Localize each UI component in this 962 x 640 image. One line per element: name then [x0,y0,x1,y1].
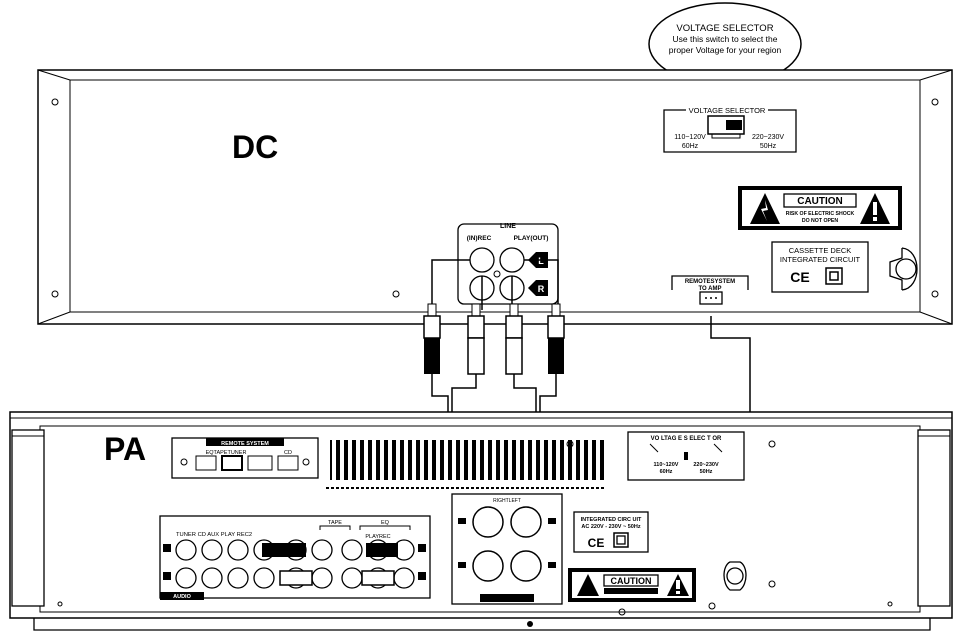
pa-voltage-title: VO LTAG E S ELEC T OR [651,436,722,442]
pa-remote-panel: REMOTE SYSTEM EQTAPETUNER CD [171,437,319,479]
pa-input-panel: AUDIO TUNER CD AUX PLAY REC2 TAPE EQ PLA… [159,515,431,600]
dc-line-jack-panel: LINE (IN)REC PLAY(OUT) L R [457,223,559,305]
dc-info-line1: CASSETTE DECK [789,246,852,255]
pa-playrec-label: PLAYREC [365,534,390,540]
dc-caution-line1: RISK OF ELECTRIC SHOCK [786,211,855,217]
dc-voltage-right-hz: 50Hz [760,143,777,150]
pa-remote-title: REMOTE SYSTEM [221,441,269,447]
pa-voltage-left: 110~120V [654,462,679,468]
dc-caution-line2: DO NOT OPEN [802,218,839,224]
pa-inputs-row-label: TUNER CD AUX PLAY REC2 [176,532,252,538]
dc-info-line2: INTEGRATED CIRCUIT [780,255,861,264]
pa-power-cord-grommet [723,561,747,591]
pa-speaker-panel: RIGHTLEFT [451,493,563,605]
dc-remote-line2: TO AMP [698,286,721,292]
dc-voltage-right: 220~230V [752,134,784,141]
pa-voltage-right: 220~230V [693,462,719,468]
play-jack-left[interactable] [499,247,525,273]
left-handle [11,429,45,607]
pa-voltage-right-hz: 50Hz [700,469,713,475]
pa-remote-sub1: EQTAPETUNER [206,450,247,456]
pa-voltage-left-hz: 60Hz [660,469,673,475]
dc-caution-label: CAUTION RISK OF ELECTRIC SHOCK DO NOT OP… [738,186,902,230]
pa-caution-label: CAUTION [568,568,696,602]
dc-remote-line1: REMOTESYSTEM [685,279,735,285]
remote-port-cd[interactable] [277,455,299,471]
callout-line1: Use this switch to select the [673,34,778,44]
pa-tape-label: TAPE [328,520,342,526]
power-cord-grommet [889,247,918,291]
rca-plug-2 [467,303,485,375]
pa-label: PA [104,431,146,467]
dc-caution-title: CAUTION [797,196,843,207]
remote-port-tuner[interactable] [247,455,273,471]
dc-voltage-left-hz: 60Hz [682,143,699,150]
dc-voltage-left: 110~120V [674,134,706,141]
callout-title: VOLTAGE SELECTOR [676,23,773,34]
pa-remote-sub2: CD [284,450,292,456]
channel-l-badge: L [538,256,544,266]
dc-label: DC [232,129,278,165]
voltage-callout: VOLTAGE SELECTOR Use this switch to sele… [648,2,802,112]
pa-double-insulation-icon [613,532,629,548]
double-insulation-icon [825,267,843,285]
dc-line-title: LINE [500,223,516,230]
pa-eq-label: EQ [381,520,390,526]
pa-audio-label: AUDIO [173,594,191,600]
callout-line2: proper Voltage for your region [669,45,782,55]
rec-jack-left[interactable] [469,247,495,273]
pa-shock-warning-icon [577,574,599,596]
right-handle [917,429,951,607]
pa-info-line1: INTEGRATED CIRC UIT [581,517,642,523]
dc-line-out: PLAY(OUT) [514,235,549,242]
heat-sink [326,440,606,489]
remote-port-tape[interactable] [221,455,243,471]
pa-unit: PA REMOTE SYSTEM EQTAPETUNER CD VO LTAG … [9,411,953,631]
ce-mark: CE [790,269,809,285]
dc-remote-system: REMOTESYSTEM TO AMP [671,275,749,305]
pa-info-line2: AC 220V - 230V ~ 50Hz [581,524,640,530]
dc-voltage-title: VOLTAGE SELECTOR [689,106,766,115]
dc-line-in: (IN)REC [467,235,492,242]
rca-plug-3 [505,303,523,375]
channel-r-badge: R [538,284,545,294]
rca-plug-4 [547,303,565,374]
dc-voltage-selector[interactable]: VOLTAGE SELECTOR 110~120V 60Hz 220~230V … [663,106,797,153]
pa-ce-mark: CE [588,536,605,550]
pa-caution-title: CAUTION [611,576,652,586]
dc-info-plate: CASSETTE DECK INTEGRATED CIRCUIT CE [771,241,869,293]
dc-unit: DC VOLTAGE SELECTOR 110~120V 60Hz 220~23… [37,69,953,325]
pa-voltage-selector[interactable]: VO LTAG E S ELEC T OR 110~120V 60Hz 220~… [627,431,745,481]
pa-speaker-label: RIGHTLEFT [493,498,521,504]
rca-plug-1 [423,303,441,374]
pa-info-plate: INTEGRATED CIRC UIT AC 220V - 230V ~ 50H… [573,511,649,553]
rca-plugs [423,303,565,375]
remote-port-eq[interactable] [195,455,217,471]
